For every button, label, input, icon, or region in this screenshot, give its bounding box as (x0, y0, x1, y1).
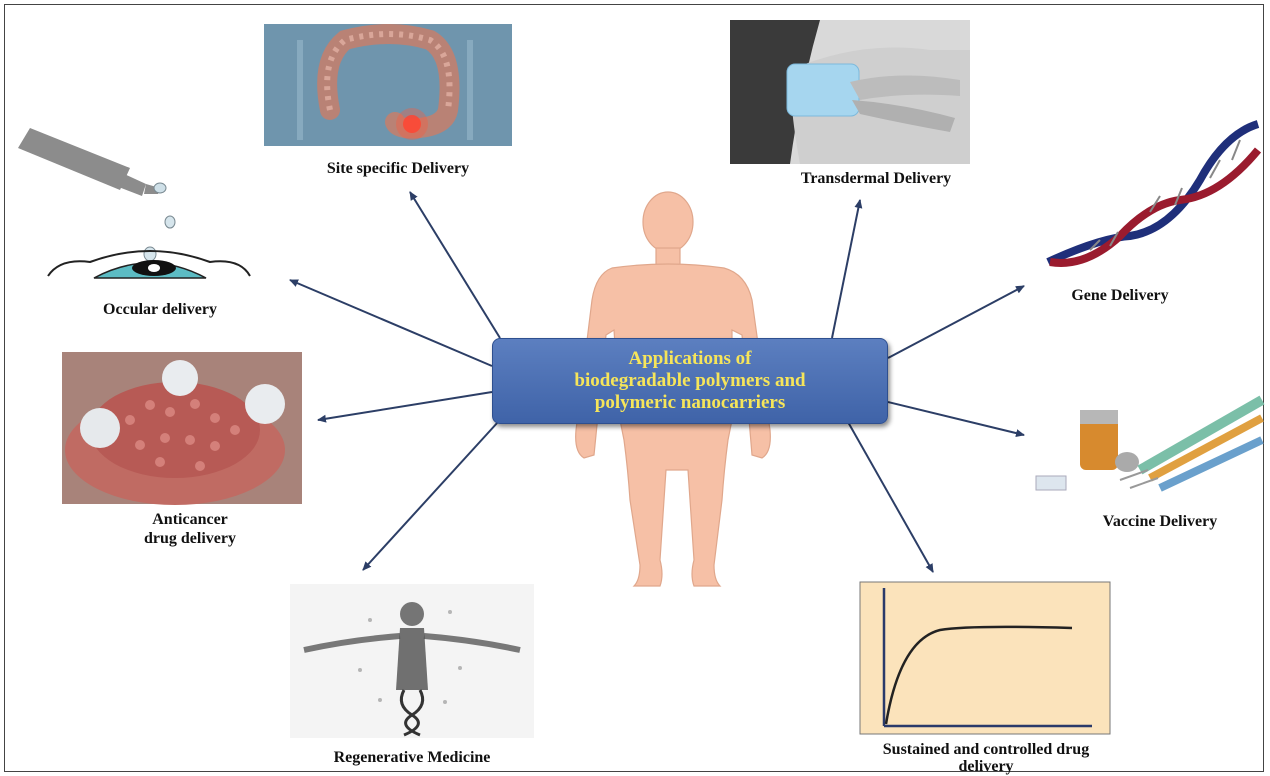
dna-helix-icon (1048, 124, 1258, 263)
arrow-transdermal (832, 200, 860, 338)
label-anticancer-2: drug delivery (80, 529, 300, 548)
arrow-vaccine (888, 402, 1024, 435)
release-curve-graph (860, 582, 1110, 734)
label-regenerative: Regenerative Medicine (282, 748, 542, 767)
arrow-site-specific (410, 192, 500, 338)
label-sustained-2: delivery (806, 757, 1166, 776)
label-vaccine: Vaccine Delivery (1050, 512, 1270, 531)
label-occular: Occular delivery (40, 300, 280, 319)
center-title-line-2: biodegradable polymers and (574, 370, 805, 392)
label-site-specific: Site specific Delivery (268, 159, 528, 178)
center-title-box: Applications of biodegradable polymers a… (492, 338, 888, 424)
arrow-anticancer (318, 392, 492, 420)
eye-drop-icon (18, 128, 250, 278)
skin-patch-image (730, 20, 970, 164)
center-title-line-3: polymeric nanocarriers (595, 392, 785, 414)
arrow-regenerative (363, 422, 498, 570)
vaccine-syringe-image (1036, 400, 1262, 490)
center-title-line-1: Applications of (629, 348, 752, 370)
arrow-occular (290, 280, 492, 366)
arrow-gene (888, 286, 1024, 358)
label-transdermal: Transdermal Delivery (746, 169, 1006, 188)
arrow-sustained (848, 422, 933, 572)
colon-image (264, 24, 512, 146)
tumor-cell-image (62, 352, 302, 505)
label-gene: Gene Delivery (1010, 286, 1230, 305)
human-figure-dna-image (290, 584, 534, 738)
label-anticancer-1: Anticancer (80, 510, 300, 529)
